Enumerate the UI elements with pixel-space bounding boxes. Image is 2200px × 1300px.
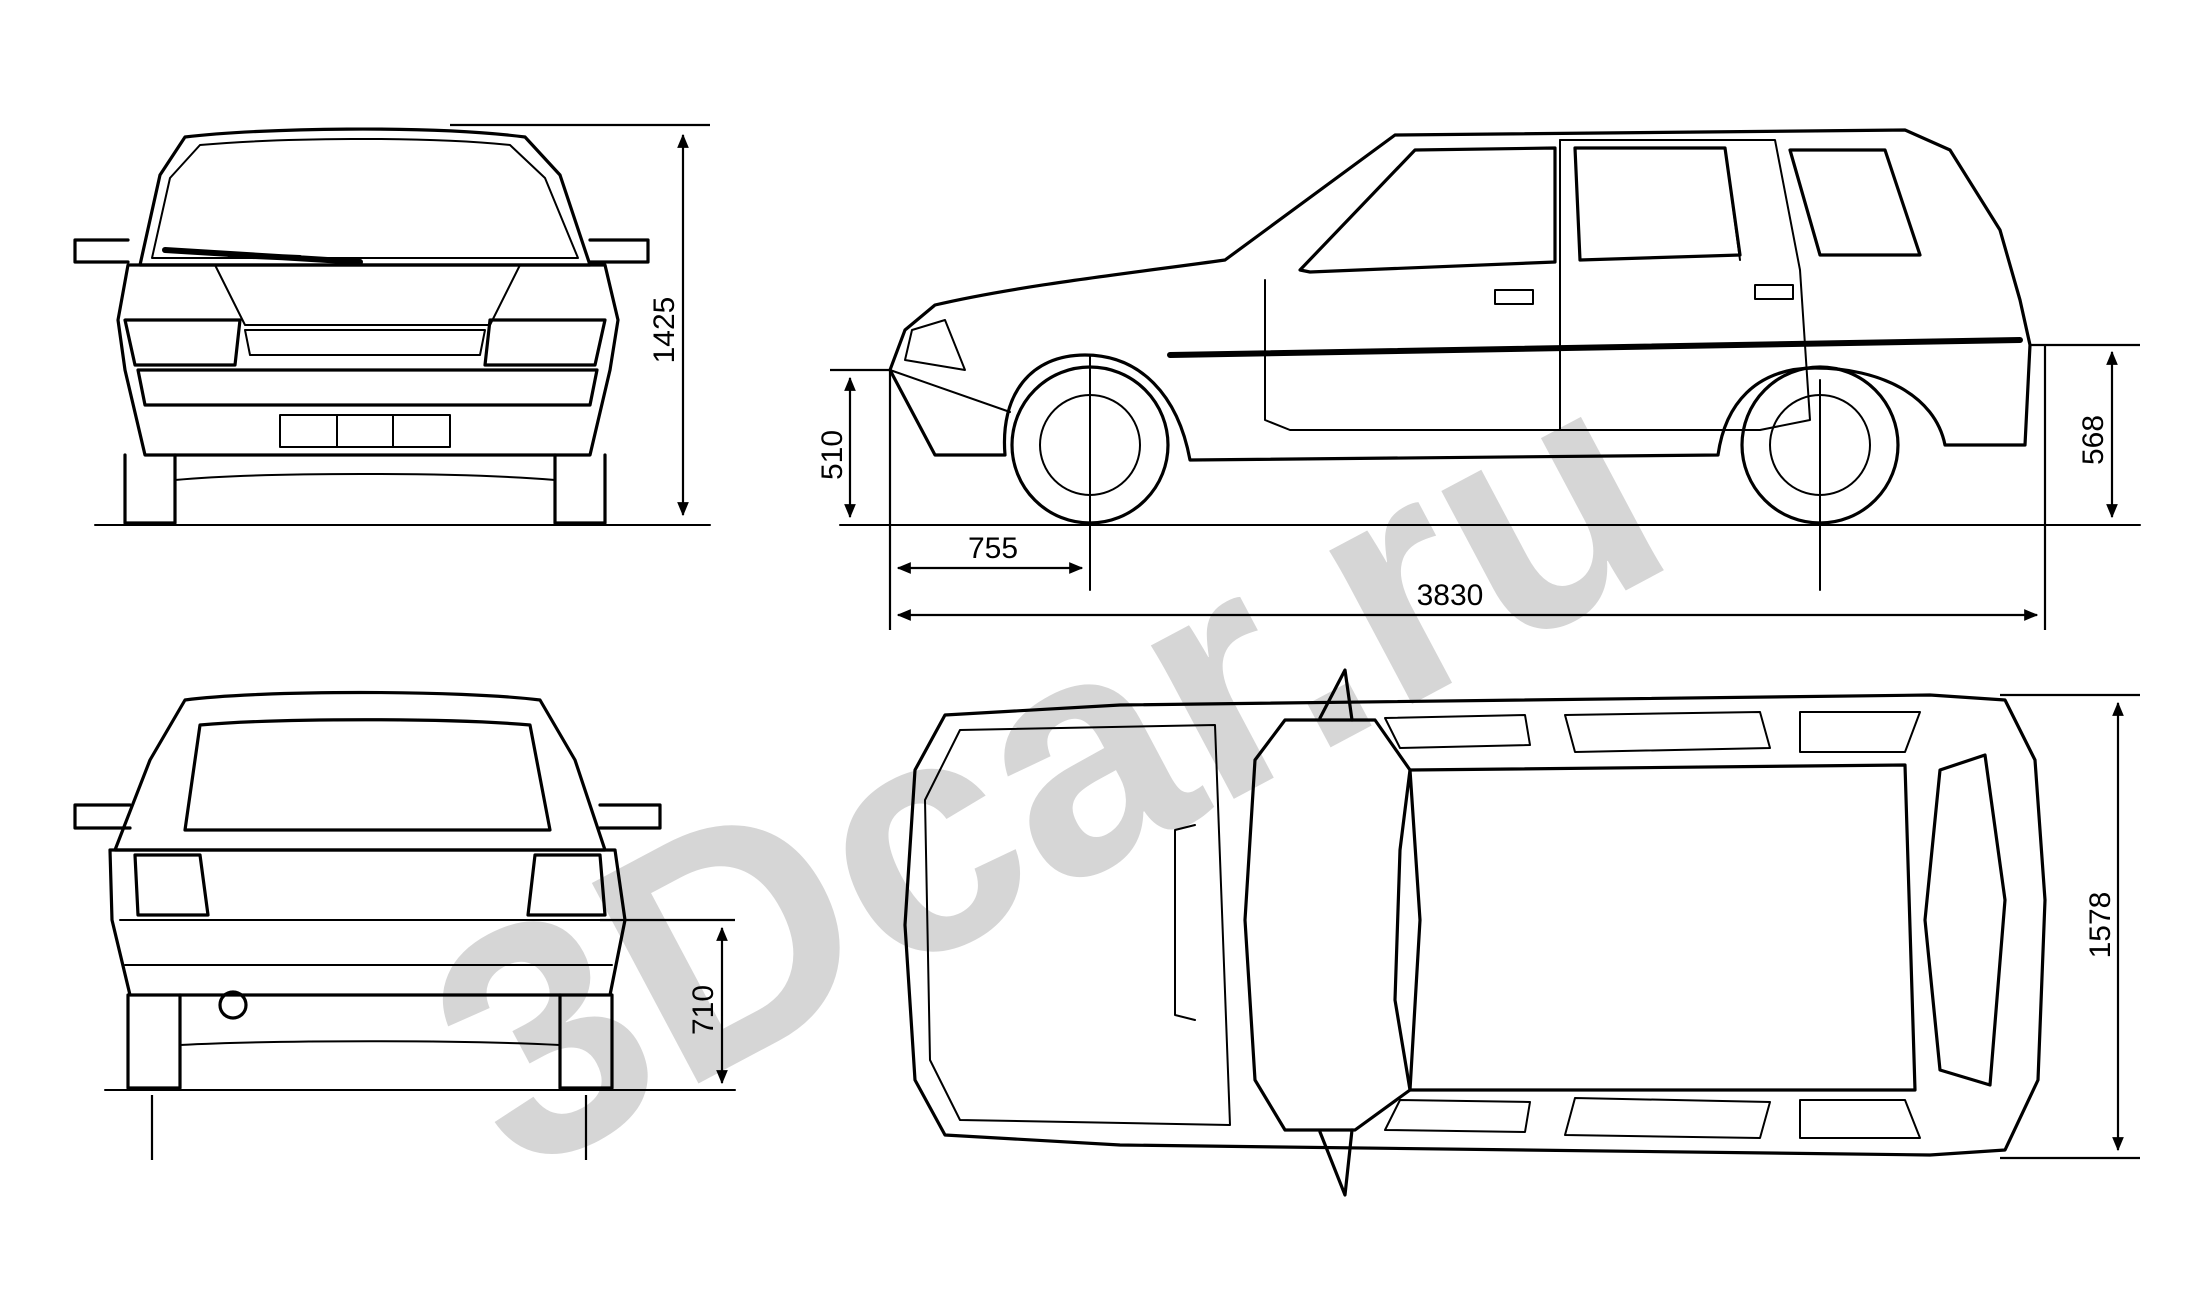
side-rear-door-handle bbox=[1754, 284, 1794, 300]
rear-bumper bbox=[119, 919, 616, 966]
top-left-rear-window bbox=[1564, 711, 1771, 753]
side-front-door-handle bbox=[1494, 289, 1534, 305]
front-left-headlight bbox=[123, 318, 242, 367]
front-body bbox=[116, 263, 620, 457]
rear-bumper-height-label: 568 bbox=[2077, 415, 2110, 465]
front-right-wheel bbox=[553, 453, 607, 525]
rear-tow-hook bbox=[218, 990, 248, 1020]
top-roof bbox=[1408, 763, 1917, 1092]
top-right-rear-window bbox=[1564, 1097, 1771, 1139]
front-windshield-frame bbox=[138, 127, 592, 267]
top-cowl bbox=[1174, 824, 1196, 1021]
front-underbody bbox=[174, 473, 556, 481]
side-trim-strip bbox=[1167, 337, 2023, 358]
rear-underbody bbox=[179, 1040, 561, 1046]
rear-window bbox=[183, 718, 552, 832]
side-front-door bbox=[1264, 139, 1561, 431]
front-overhang-label: 755 bbox=[968, 532, 1018, 565]
top-view: 1578 bbox=[903, 668, 2140, 1197]
rear-body bbox=[108, 848, 627, 997]
side-quarter-window bbox=[1788, 148, 1922, 257]
rear-right-wheel bbox=[558, 993, 614, 1090]
rear-left-taillight bbox=[133, 853, 210, 917]
side-front-bumper bbox=[889, 369, 1011, 413]
width-dimension-label: 1578 bbox=[2084, 892, 2117, 959]
rear-right-taillight bbox=[526, 853, 607, 917]
top-left-front-window bbox=[1384, 714, 1531, 749]
front-bumper-height-label: 510 bbox=[816, 430, 849, 480]
side-headlight bbox=[904, 319, 966, 371]
top-right-mirror bbox=[1318, 1128, 1354, 1197]
rear-left-mirror bbox=[73, 803, 132, 830]
top-windshield bbox=[1243, 718, 1412, 1132]
front-bumper bbox=[136, 368, 599, 407]
rear-height-label: 710 bbox=[687, 985, 720, 1035]
top-hood bbox=[924, 724, 1231, 1126]
front-wiper bbox=[162, 247, 363, 265]
rear-roof bbox=[113, 690, 607, 852]
front-windshield-glass bbox=[151, 137, 579, 259]
length-label: 3830 bbox=[1417, 579, 1484, 612]
top-rear-glass bbox=[1923, 753, 2007, 1087]
side-rear-window bbox=[1573, 146, 1742, 262]
front-license-plate bbox=[279, 414, 451, 448]
rear-view: 710 bbox=[73, 690, 736, 1160]
front-left-mirror bbox=[73, 238, 130, 264]
top-right-front-window bbox=[1384, 1099, 1531, 1133]
side-view: 510 568 755 3830 bbox=[816, 128, 2141, 630]
rear-left-wheel bbox=[126, 993, 182, 1090]
front-left-wheel bbox=[123, 453, 177, 525]
front-grille bbox=[244, 329, 486, 356]
top-left-quarter-window bbox=[1799, 711, 1921, 753]
front-view: 1425 bbox=[73, 123, 711, 526]
side-front-window bbox=[1298, 146, 1557, 274]
height-dimension-label: 1425 bbox=[648, 297, 681, 364]
top-body-outline bbox=[903, 693, 2047, 1157]
top-left-mirror bbox=[1318, 668, 1354, 722]
front-right-headlight bbox=[483, 318, 607, 367]
front-hood bbox=[214, 264, 521, 326]
top-right-quarter-window bbox=[1799, 1099, 1921, 1139]
front-right-mirror bbox=[588, 238, 650, 264]
rear-right-mirror bbox=[598, 803, 662, 830]
